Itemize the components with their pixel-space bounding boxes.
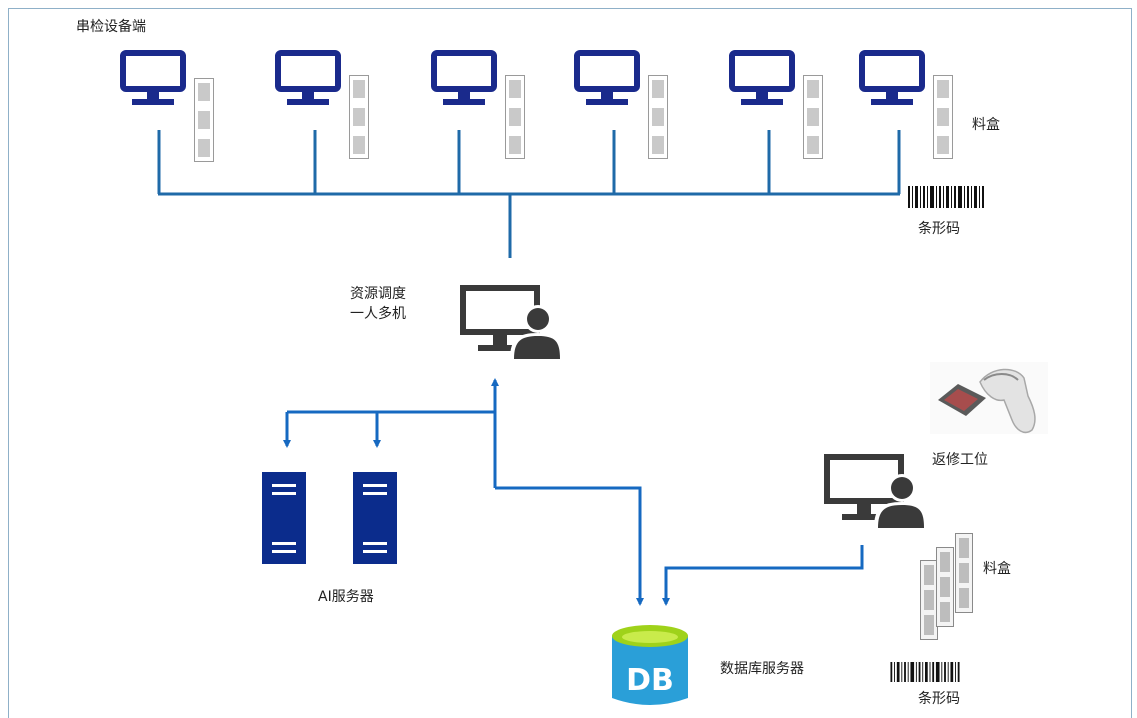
material-box-label: 料盒 [972, 117, 1000, 133]
flow-arrows [283, 378, 864, 606]
material-box-label: 料盒 [983, 561, 1011, 577]
material-box-icon [920, 559, 938, 641]
server-tower-icon [262, 472, 306, 564]
ai-servers-label: AI服务器 [318, 589, 374, 605]
material-box-stack [920, 532, 973, 641]
barcode-label: 条形码 [918, 691, 960, 707]
database-label: DB [626, 663, 674, 698]
barcode-label: 条形码 [918, 221, 960, 237]
terminal-3 [434, 53, 525, 159]
terminal-1 [123, 53, 214, 162]
database-icon: DB [612, 625, 688, 705]
barcode-icon [890, 662, 960, 682]
monitor-icon [577, 53, 637, 105]
material-box-icon [803, 75, 823, 159]
db-server-label: 数据库服务器 [720, 661, 804, 677]
diagram-frame [8, 8, 1132, 718]
material-box-icon [933, 75, 953, 159]
monitor-icon [434, 53, 494, 105]
inspection-terminals-label: 串检设备端 [76, 19, 146, 35]
material-box-icon [194, 78, 214, 162]
material-box-icon [505, 75, 525, 159]
terminal-2 [278, 53, 369, 159]
terminal-bus [157, 130, 901, 258]
repair-station-label: 返修工位 [932, 452, 988, 468]
repair-operator-icon [824, 454, 926, 528]
scheduler-label-line2: 一人多机 [350, 306, 406, 322]
material-box-icon [648, 75, 668, 159]
monitor-icon [862, 53, 922, 105]
barcode-icon [908, 186, 984, 208]
monitor-icon [732, 53, 792, 105]
server-tower-icon [353, 472, 397, 564]
material-box-icon [349, 75, 369, 159]
scheduler-label-line1: 资源调度 [350, 286, 406, 302]
terminal-4 [577, 53, 668, 159]
barcode-scanner-icon [930, 362, 1048, 434]
monitor-icon [123, 53, 183, 105]
terminal-5 [732, 53, 823, 159]
material-box-icon [936, 546, 954, 628]
terminal-6 [862, 53, 953, 159]
scheduler-operator-icon [460, 285, 562, 359]
monitor-icon [278, 53, 338, 105]
material-box-icon [955, 532, 973, 614]
